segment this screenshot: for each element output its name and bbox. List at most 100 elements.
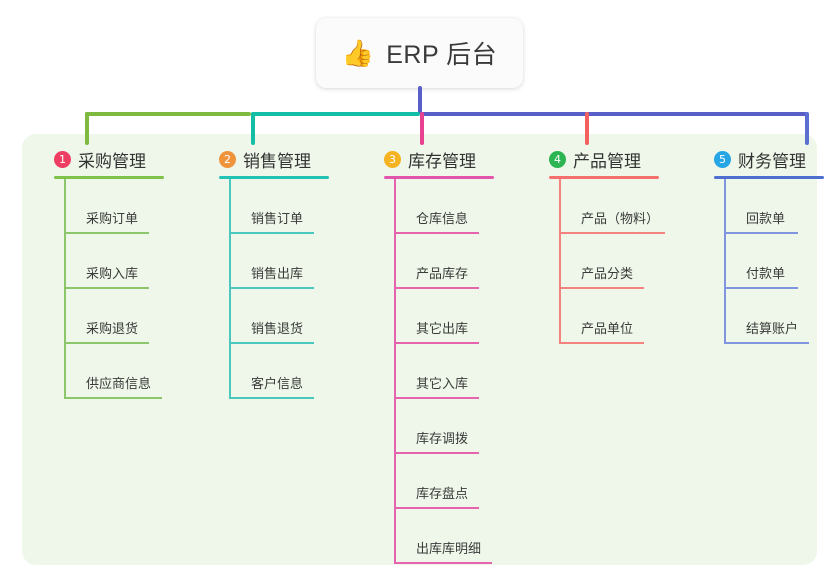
thumbs-up-icon: 👍 — [341, 38, 375, 68]
drop-teal — [251, 112, 255, 145]
leaf-underline — [229, 397, 314, 399]
leaf-node[interactable]: 其它入库 — [394, 344, 489, 399]
branch-header-2[interactable]: 2 销售管理 — [201, 146, 329, 179]
branch-title: 产品管理 — [573, 151, 641, 171]
leaf-underline — [559, 232, 665, 234]
leaf-label: 采购订单 — [86, 211, 139, 226]
leaf-underline — [394, 232, 479, 234]
leaf-node[interactable]: 其它出库 — [394, 289, 489, 344]
leaf-underline — [64, 287, 149, 289]
branch-title: 库存管理 — [408, 151, 476, 171]
branch-title: 财务管理 — [738, 151, 806, 171]
leaf-underline — [64, 397, 162, 399]
bus-teal — [251, 112, 420, 116]
leaf-label: 仓库信息 — [416, 211, 469, 226]
leaf-label: 销售订单 — [251, 211, 304, 226]
branch-number-badge: 4 — [549, 150, 566, 168]
leaf-node[interactable]: 销售订单 — [229, 179, 324, 234]
leaf-label: 采购入库 — [86, 266, 139, 281]
leaf-node[interactable]: 采购入库 — [64, 234, 159, 289]
branch-number-badge: 5 — [714, 150, 731, 168]
branch-number-badge: 2 — [219, 150, 236, 168]
branch-column-2: 2 销售管理销售订单销售出库销售退货客户信息 — [201, 146, 329, 399]
drop-green — [85, 112, 89, 145]
leaf-label: 其它入库 — [416, 376, 469, 391]
leaf-underline — [559, 287, 644, 289]
leaf-node[interactable]: 库存调拨 — [394, 399, 489, 454]
branch-header-4[interactable]: 4 产品管理 — [531, 146, 659, 179]
branch-spine — [559, 179, 561, 344]
branch-title: 采购管理 — [78, 151, 146, 171]
leaf-node[interactable]: 供应商信息 — [64, 344, 172, 399]
branch-spine — [64, 179, 66, 399]
leaf-label: 客户信息 — [251, 376, 304, 391]
leaf-underline — [64, 232, 149, 234]
leaf-underline — [229, 232, 314, 234]
leaf-label: 销售退货 — [251, 321, 304, 336]
leaf-label: 库存盘点 — [416, 486, 469, 501]
leaf-node[interactable]: 产品单位 — [559, 289, 654, 344]
leaf-node[interactable]: 产品分类 — [559, 234, 654, 289]
leaf-underline — [394, 397, 479, 399]
leaf-underline — [229, 287, 314, 289]
branch-underline — [219, 176, 329, 179]
leaf-underline — [724, 232, 798, 234]
branch-spine — [394, 179, 396, 564]
leaf-node[interactable]: 出库库明细 — [394, 509, 502, 564]
leaf-node[interactable]: 销售退货 — [229, 289, 324, 344]
branch-title: 销售管理 — [243, 151, 311, 171]
drop-blue — [805, 112, 809, 145]
branch-header-1[interactable]: 1 采购管理 — [36, 146, 164, 179]
leaf-label: 出库库明细 — [416, 541, 482, 556]
leaf-label: 其它出库 — [416, 321, 469, 336]
branch-column-5: 5 财务管理回款单付款单结算账户 — [696, 146, 824, 344]
leaf-node[interactable]: 结算账户 — [724, 289, 819, 344]
leaf-node[interactable]: 产品库存 — [394, 234, 489, 289]
leaf-underline — [394, 287, 479, 289]
drop-pink — [420, 112, 424, 145]
leaf-node[interactable]: 采购退货 — [64, 289, 159, 344]
leaf-node[interactable]: 付款单 — [724, 234, 808, 289]
leaf-label: 产品分类 — [581, 266, 634, 281]
branch-header-3[interactable]: 3 库存管理 — [366, 146, 494, 179]
leaf-label: 库存调拨 — [416, 431, 469, 446]
leaf-node[interactable]: 库存盘点 — [394, 454, 489, 509]
branch-number-badge: 3 — [384, 150, 401, 168]
branches-panel — [22, 134, 817, 565]
branch-underline — [549, 176, 659, 179]
leaf-underline — [724, 287, 798, 289]
leaf-label: 结算账户 — [746, 321, 799, 336]
leaf-underline — [394, 452, 479, 454]
leaf-node[interactable]: 客户信息 — [229, 344, 324, 399]
branch-spine — [724, 179, 726, 344]
leaf-node[interactable]: 回款单 — [724, 179, 808, 234]
branch-header-5[interactable]: 5 财务管理 — [696, 146, 824, 179]
leaf-label: 产品单位 — [581, 321, 634, 336]
bus-blue — [420, 112, 807, 116]
bus-green — [85, 112, 251, 116]
leaf-node[interactable]: 销售出库 — [229, 234, 324, 289]
leaf-label: 产品库存 — [416, 266, 469, 281]
branch-column-1: 1 采购管理采购订单采购入库采购退货供应商信息 — [36, 146, 164, 399]
leaf-underline — [229, 342, 314, 344]
branch-column-3: 3 库存管理仓库信息产品库存其它出库其它入库库存调拨库存盘点出库库明细 — [366, 146, 494, 564]
leaf-node[interactable]: 采购订单 — [64, 179, 159, 234]
leaf-underline — [724, 342, 809, 344]
branch-spine — [229, 179, 231, 399]
leaf-label: 采购退货 — [86, 321, 139, 336]
leaf-underline — [64, 342, 149, 344]
leaf-label: 产品（物料） — [581, 211, 660, 226]
leaf-node[interactable]: 仓库信息 — [394, 179, 489, 234]
root-node[interactable]: 👍 ERP 后台 — [316, 18, 523, 88]
branch-underline — [384, 176, 494, 179]
leaf-underline — [394, 562, 492, 564]
leaf-node[interactable]: 产品（物料） — [559, 179, 675, 234]
branch-column-4: 4 产品管理产品（物料） 产品分类产品单位 — [531, 146, 665, 344]
branch-number-badge: 1 — [54, 150, 71, 168]
leaf-label: 付款单 — [746, 266, 786, 281]
drop-red — [585, 112, 589, 145]
root-trunk — [418, 86, 422, 114]
leaf-label: 供应商信息 — [86, 376, 152, 391]
branch-underline — [54, 176, 164, 179]
